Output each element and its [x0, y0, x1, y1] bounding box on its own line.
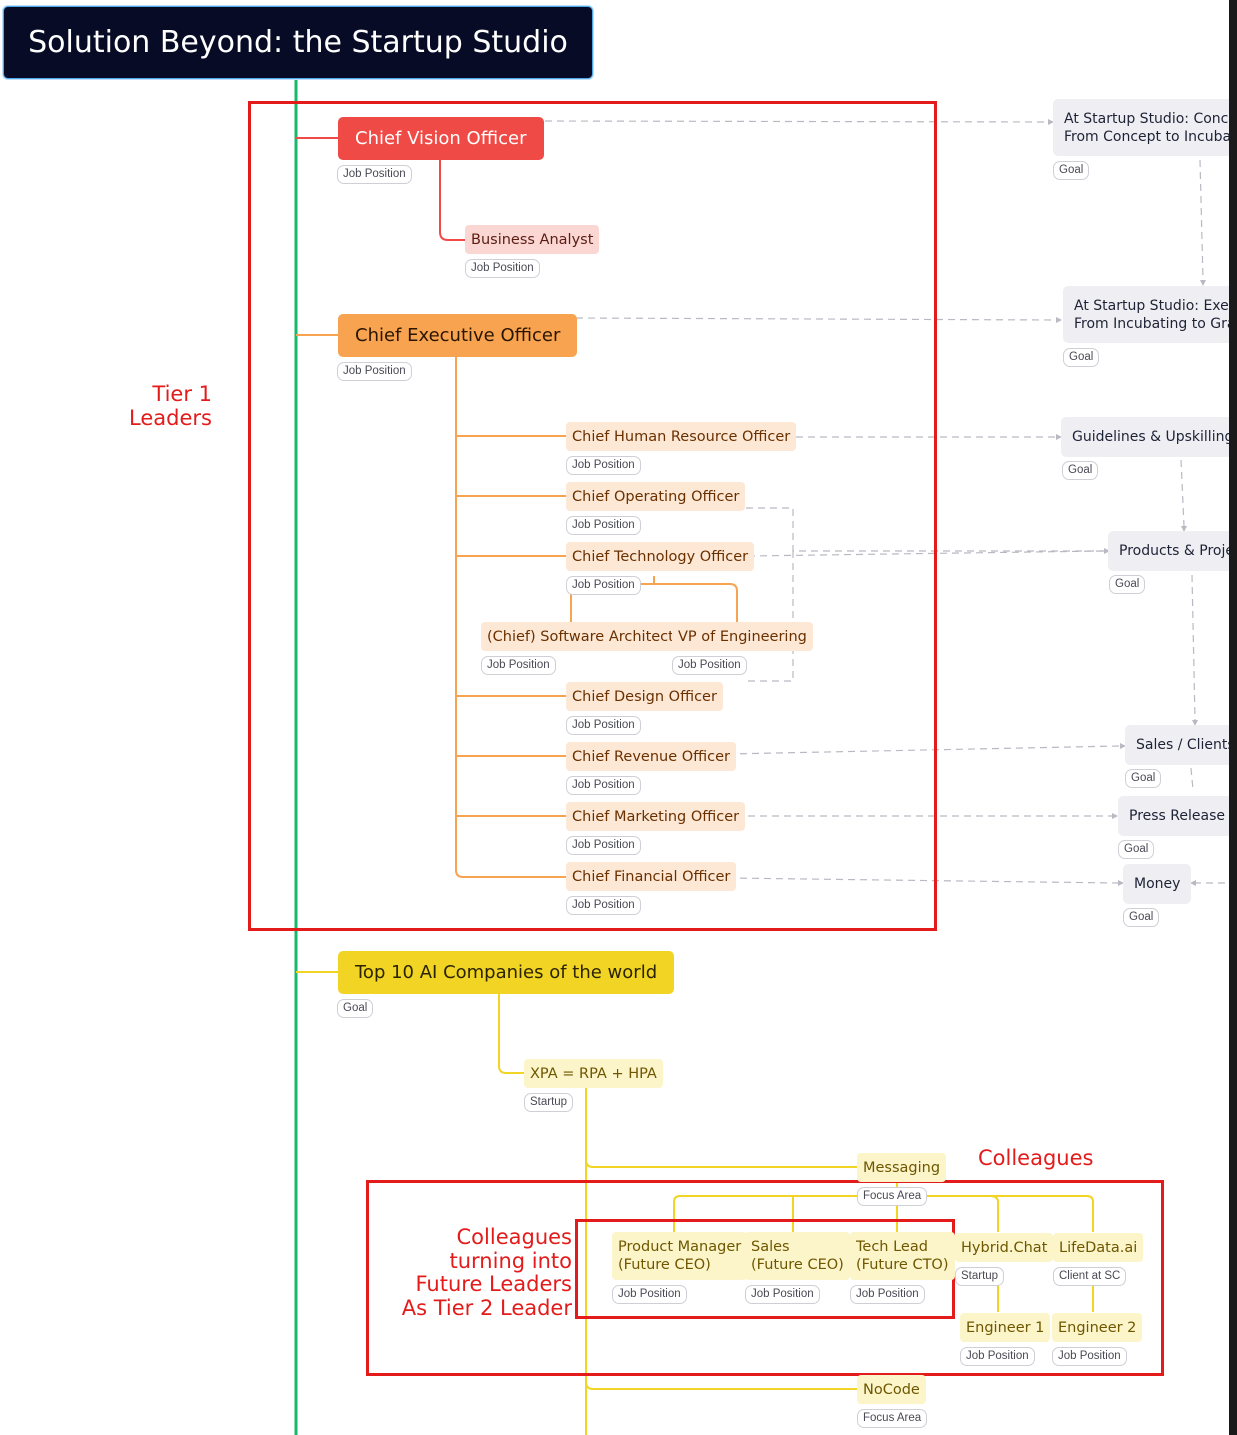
engineer-2-node[interactable]: Engineer 2 — [1052, 1313, 1143, 1342]
goal-line: At Startup Studio: Conce — [1064, 110, 1237, 127]
goal-line: From Incubating to Gra — [1074, 315, 1236, 332]
job-position-tag: Job Position — [1052, 1347, 1127, 1366]
node-line: Tech Lead — [856, 1239, 928, 1255]
startup-tag: Startup — [524, 1093, 574, 1112]
focus-area-tag: Focus Area — [857, 1409, 928, 1428]
top-10-ai-companies-node[interactable]: Top 10 AI Companies of the world — [338, 951, 675, 994]
chief-vision-officer-node[interactable]: Chief Vision Officer — [338, 117, 544, 160]
tier1-highlight-box — [248, 101, 937, 931]
node-line: Product Manager — [618, 1239, 742, 1255]
chief-human-resource-officer-node[interactable]: Chief Human Resource Officer — [566, 422, 797, 451]
job-position-tag: Job Position — [612, 1285, 687, 1304]
root-title[interactable]: Solution Beyond: the Startup Studio — [3, 6, 593, 79]
product-manager-node[interactable]: Product Manager (Future CEO) — [612, 1232, 748, 1280]
goal-incubating-to-graduation[interactable]: At Startup Studio: Exec From Incubating … — [1063, 286, 1237, 343]
vp-of-engineering-node[interactable]: VP of Engineering — [672, 622, 813, 651]
job-position-tag: Job Position — [566, 576, 641, 595]
colleagues-label: Colleagues — [978, 1146, 1094, 1170]
chief-design-officer-node[interactable]: Chief Design Officer — [566, 682, 723, 711]
chief-technology-officer-node[interactable]: Chief Technology Officer — [566, 542, 755, 571]
lifedata-ai-node[interactable]: LifeData.ai — [1053, 1233, 1144, 1262]
startup-tag: Startup — [955, 1267, 1005, 1286]
goal-tag: Goal — [1123, 908, 1160, 927]
node-line: Sales — [751, 1239, 790, 1255]
sales-node[interactable]: Sales (Future CEO) — [745, 1232, 850, 1280]
chief-financial-officer-node[interactable]: Chief Financial Officer — [566, 862, 737, 891]
goal-line: At Startup Studio: Exec — [1074, 297, 1237, 314]
business-analyst-node[interactable]: Business Analyst — [465, 225, 600, 254]
goal-tag: Goal — [1062, 461, 1099, 480]
node-line: (Future CEO) — [618, 1257, 711, 1273]
node-line: (Future CEO) — [751, 1257, 844, 1273]
goal-guidelines-upskilling[interactable]: Guidelines & Upskilling — [1061, 417, 1237, 457]
engineer-1-node[interactable]: Engineer 1 — [960, 1313, 1051, 1342]
job-position-tag: Job Position — [566, 716, 641, 735]
goal-tag: Goal — [337, 999, 374, 1018]
job-position-tag: Job Position — [566, 776, 641, 795]
job-position-tag: Job Position — [337, 362, 412, 381]
chief-marketing-officer-node[interactable]: Chief Marketing Officer — [566, 802, 746, 831]
job-position-tag: Job Position — [481, 656, 556, 675]
goal-tag: Goal — [1063, 348, 1100, 367]
software-architect-node[interactable]: (Chief) Software Architect — [481, 622, 680, 651]
job-position-tag: Job Position — [672, 656, 747, 675]
xpa-startup-node[interactable]: XPA = RPA + HPA — [524, 1059, 663, 1088]
job-position-tag: Job Position — [465, 259, 540, 278]
goal-line: From Concept to Incubat — [1064, 128, 1237, 145]
goal-tag: Goal — [1118, 840, 1155, 859]
job-position-tag: Job Position — [566, 516, 641, 535]
job-position-tag: Job Position — [960, 1347, 1035, 1366]
goal-money[interactable]: Money — [1123, 864, 1192, 904]
job-position-tag: Job Position — [745, 1285, 820, 1304]
goal-press-release[interactable]: Press Release / — [1118, 796, 1237, 836]
tech-lead-node[interactable]: Tech Lead (Future CTO) — [850, 1232, 955, 1280]
chief-revenue-officer-node[interactable]: Chief Revenue Officer — [566, 742, 737, 771]
goal-tag: Goal — [1125, 769, 1162, 788]
goal-products-projects[interactable]: Products & Proje — [1108, 531, 1237, 571]
job-position-tag: Job Position — [850, 1285, 925, 1304]
job-position-tag: Job Position — [566, 836, 641, 855]
job-position-tag: Job Position — [566, 896, 641, 915]
goal-tag: Goal — [1109, 575, 1146, 594]
hybrid-chat-node[interactable]: Hybrid.Chat — [955, 1233, 1054, 1262]
chief-executive-officer-node[interactable]: Chief Executive Officer — [338, 314, 578, 357]
goal-sales-clients[interactable]: Sales / Clients — [1125, 725, 1237, 765]
goal-concept-to-incubation[interactable]: At Startup Studio: Conce From Concept to… — [1053, 99, 1237, 156]
goal-tag: Goal — [1053, 161, 1090, 180]
job-position-tag: Job Position — [566, 456, 641, 475]
chief-operating-officer-node[interactable]: Chief Operating Officer — [566, 482, 746, 511]
messaging-focus-area-node[interactable]: Messaging — [857, 1153, 947, 1182]
focus-area-tag: Focus Area — [857, 1187, 928, 1206]
job-position-tag: Job Position — [337, 165, 412, 184]
colleagues-highlight-box — [366, 1180, 1164, 1376]
client-tag: Client at SC — [1053, 1267, 1127, 1286]
vertical-scrollbar[interactable] — [1229, 0, 1237, 1435]
node-line: (Future CTO) — [856, 1257, 949, 1273]
nocode-focus-area-node[interactable]: NoCode — [857, 1375, 926, 1404]
